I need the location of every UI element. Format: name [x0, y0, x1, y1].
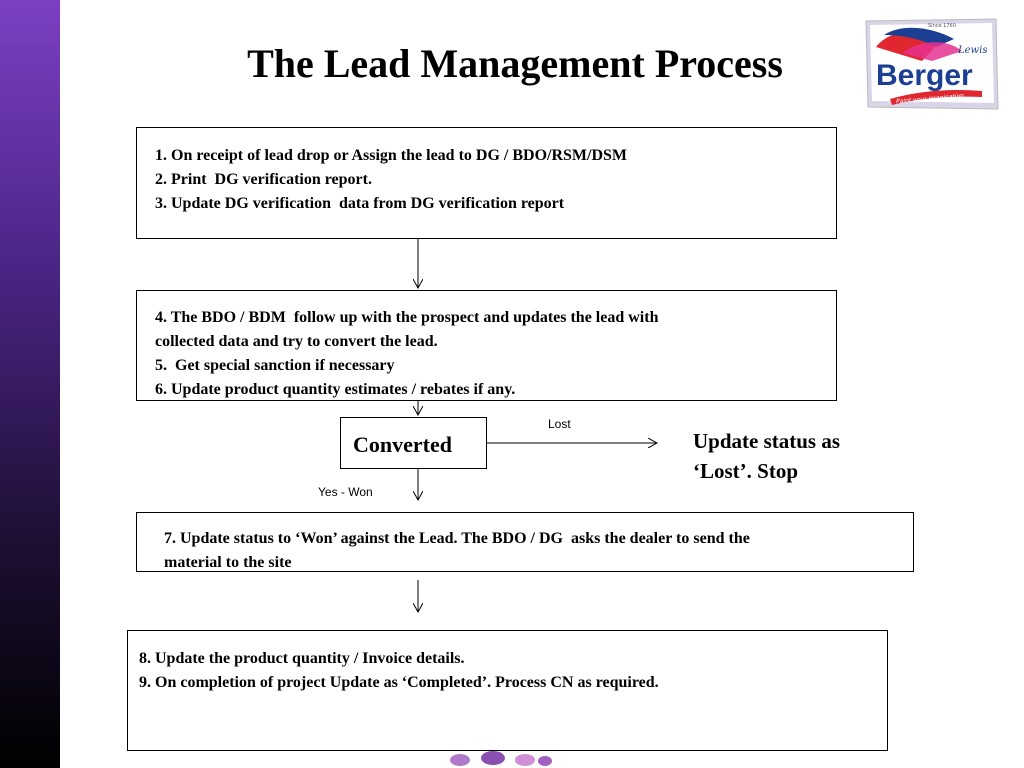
lost-branch-label: Lost	[548, 417, 571, 431]
step-line: 9. On completion of project Update as ‘C…	[139, 674, 659, 691]
step-line: 3. Update DG verification data from DG v…	[155, 195, 565, 212]
svg-text:Berger: Berger	[876, 59, 973, 92]
svg-text:Since 1760: Since 1760	[928, 23, 956, 29]
step-line: 7. Update status to ‘Won’ against the Le…	[164, 530, 750, 547]
step-box-4: 8. Update the product quantity / Invoice…	[127, 630, 888, 751]
step-line: material to the site	[164, 554, 292, 571]
step-box-3: 7. Update status to ‘Won’ against the Le…	[136, 512, 914, 572]
berger-logo: Since 1760 Lewis Berger Paint your imagi…	[865, 18, 999, 110]
step-line: 8. Update the product quantity / Invoice…	[139, 650, 465, 667]
lost-result-line: ‘Lost’. Stop	[693, 459, 799, 483]
step-line: 5. Get special sanction if necessary	[155, 357, 395, 374]
step-line: 6. Update product quantity estimates / r…	[155, 381, 516, 398]
step-line: 1. On receipt of lead drop or Assign the…	[155, 147, 628, 164]
decorative-sidebar	[0, 0, 60, 768]
decision-label: Converted	[353, 432, 452, 457]
lost-result: Update status as ‘Lost’. Stop	[693, 426, 840, 486]
won-branch-label: Yes - Won	[318, 485, 373, 499]
step-box-2: 4. The BDO / BDM follow up with the pros…	[136, 290, 837, 401]
decorative-figures	[450, 751, 552, 766]
step-line: collected data and try to convert the le…	[155, 333, 438, 350]
step-line: 2. Print DG verification report.	[155, 171, 372, 188]
svg-text:Lewis: Lewis	[957, 45, 987, 56]
decision-box: Converted	[340, 417, 487, 469]
slide-title: The Lead Management Process	[247, 41, 783, 86]
step-line: 4. The BDO / BDM follow up with the pros…	[155, 309, 659, 326]
step-box-1: 1. On receipt of lead drop or Assign the…	[136, 127, 837, 239]
lost-result-line: Update status as	[693, 429, 841, 453]
